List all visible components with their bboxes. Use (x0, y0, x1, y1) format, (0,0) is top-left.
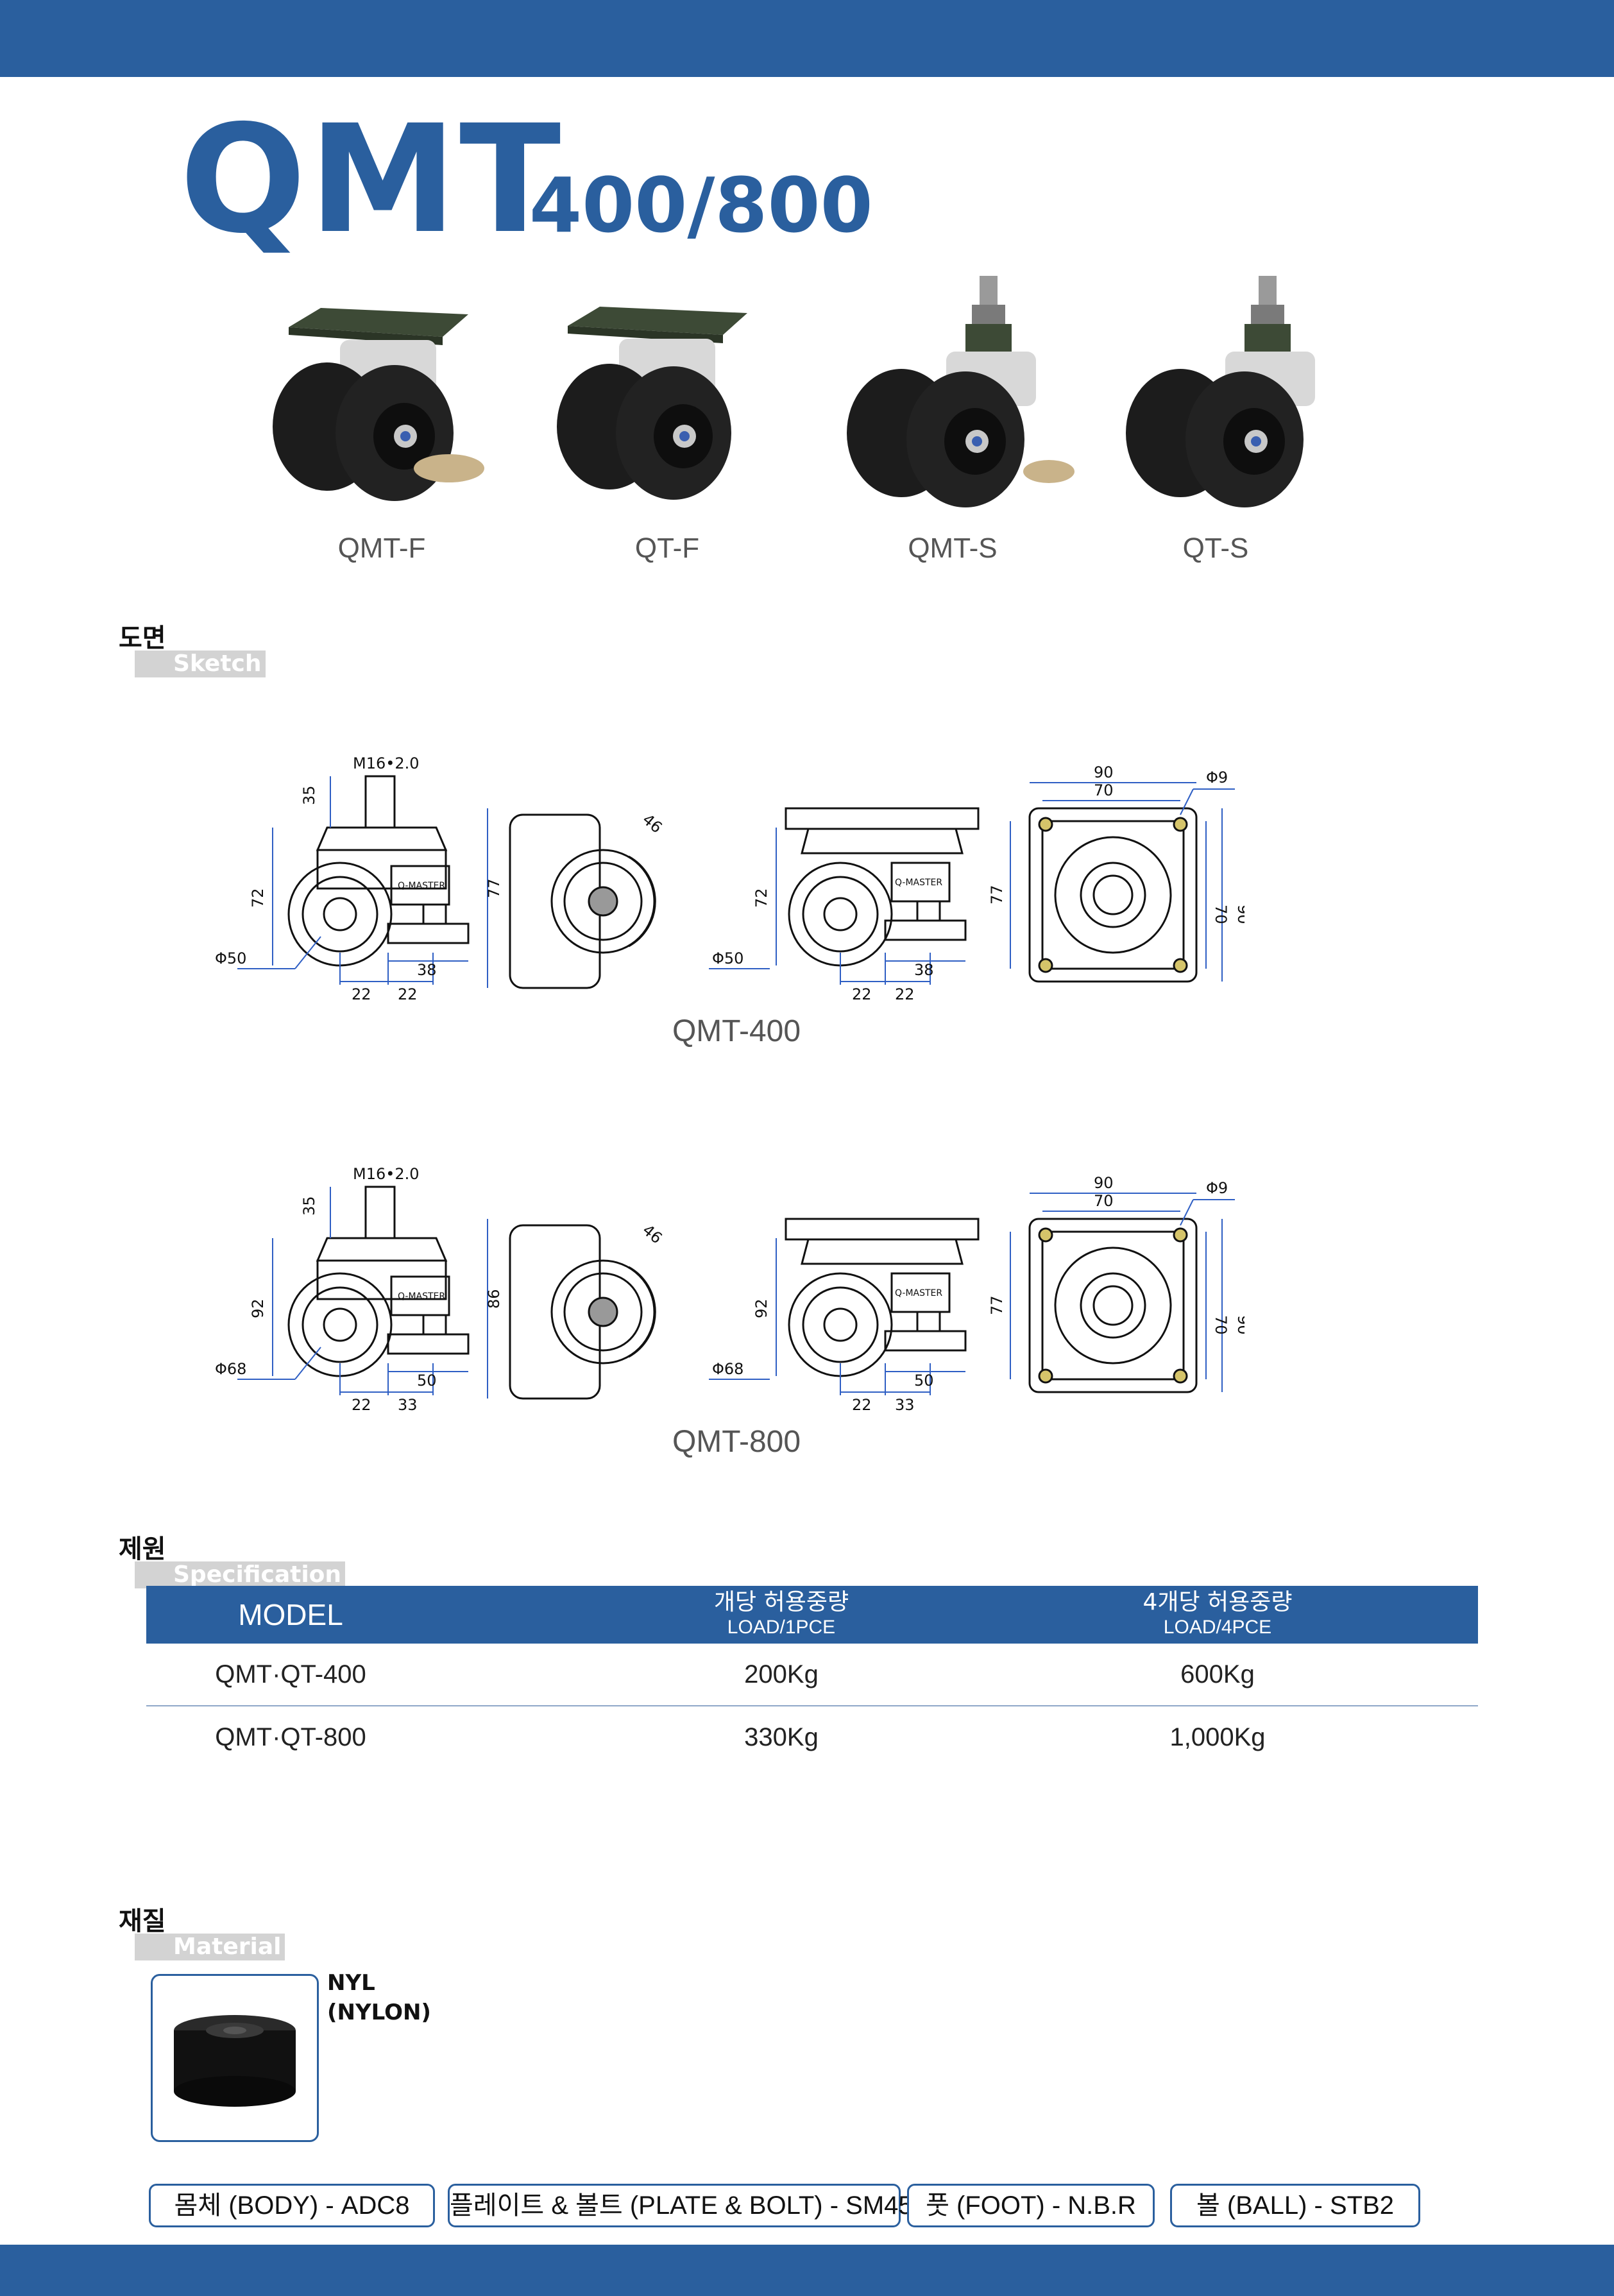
header-load-1pce: 개당 허용중량 LOAD/1PCE (615, 1586, 948, 1644)
part-body: 몸체 (BODY) - ADC8 (149, 2184, 435, 2227)
drawing-svg: M16•2.0 35 72 Φ50 38 22 22 77 46 72 Φ50 … (215, 754, 1244, 1003)
dim-hole-diameter: Φ9 (1206, 1179, 1228, 1197)
spec-table-header: MODEL 개당 허용중량 LOAD/1PCE 4개당 허용중량 LOAD/4P… (146, 1586, 1478, 1644)
dim-plate-width: 90 (1094, 763, 1114, 781)
product-label: QMT-S (908, 532, 998, 564)
cell-load1: 200Kg (744, 1660, 819, 1688)
brand-text: Q-MASTER (895, 878, 942, 888)
drawing-caption: QMT-400 (672, 1014, 801, 1048)
dim-front-a: 22 (852, 985, 872, 1003)
header-en: LOAD/4PCE (1163, 1617, 1272, 1638)
brand-text: Q-MASTER (398, 1291, 445, 1302)
drawing-svg: M16•2.0 35 92 Φ68 50 22 33 86 46 92 Φ68 … (215, 1165, 1244, 1414)
dim-front-b: 33 (895, 1396, 915, 1414)
dim-angle: 46 (639, 810, 665, 837)
product-image-qt-s (1116, 276, 1360, 520)
spec-table: MODEL 개당 허용중량 LOAD/1PCE 4개당 허용중량 LOAD/4P… (146, 1586, 1478, 1768)
dim-offset-a: 22 (352, 1396, 371, 1414)
section-title-en: Sketch (135, 651, 266, 677)
material-sample-image (151, 1974, 319, 2142)
dim-plate-hole-width: 70 (1094, 1192, 1114, 1210)
brand-text: Q-MASTER (895, 1288, 942, 1298)
part-foot: 풋 (FOOT) - N.B.R (907, 2184, 1155, 2227)
table-row: QMT·QT-800 330Kg 1,000Kg (146, 1706, 1478, 1768)
dim-front-height: 92 (752, 1298, 770, 1318)
header-ko: 개당 허용중량 (713, 1589, 849, 1615)
dim-front-height: 72 (752, 888, 770, 908)
product-image-qmt-s (837, 276, 1081, 520)
header-load-4pce: 4개당 허용중량 LOAD/4PCE (1051, 1586, 1384, 1644)
product-label: QT-F (634, 532, 700, 564)
dim-front-b: 22 (895, 985, 915, 1003)
technical-drawing-qmt-400: M16•2.0 35 72 Φ50 38 22 22 77 46 72 Φ50 … (205, 731, 1244, 1026)
dim-front-diameter: Φ50 (712, 949, 743, 967)
dim-stem: 35 (300, 1196, 318, 1216)
dim-plate-hole-width: 70 (1094, 781, 1114, 799)
dim-plate-hole-height: 70 (1212, 905, 1230, 924)
dim-thread: M16•2.0 (353, 1165, 420, 1183)
dim-stem: 35 (300, 785, 318, 805)
cell-model: QMT·QT-800 (215, 1723, 366, 1751)
part-plate-bolt: 플레이트 & 볼트 (PLATE & BOLT) - SM45C (448, 2184, 931, 2227)
drawing-caption: QMT-800 (672, 1425, 801, 1459)
cell-load1: 330Kg (744, 1723, 819, 1751)
dim-offset-b: 33 (398, 1396, 418, 1414)
dim-diameter: Φ68 (215, 1360, 246, 1378)
material-name-line1: NYL (327, 1970, 375, 1996)
product-image-qmt-f (257, 276, 500, 520)
dim-plate-height: 90 (1234, 905, 1244, 924)
material-name: NYL (NYLON) (327, 1968, 431, 2027)
header-ko: 4개당 허용중량 (1143, 1589, 1293, 1615)
cell-load4: 600Kg (1180, 1660, 1255, 1688)
section-title-en: Specification (135, 1561, 346, 1588)
product-label: QT-S (1182, 532, 1249, 564)
dim-offset-a: 22 (352, 985, 371, 1003)
dim-front-foot: 38 (914, 961, 934, 979)
dim-height: 72 (249, 888, 267, 908)
dim-side-height: 77 (485, 878, 503, 898)
bottom-banner (0, 2245, 1614, 2296)
table-row: QMT·QT-400 200Kg 600Kg (146, 1644, 1478, 1706)
dim-hole-diameter: Φ9 (1206, 769, 1228, 787)
title-sub: 400/800 (529, 161, 873, 250)
product-label: QMT-F (337, 532, 426, 564)
dim-foot: 50 (417, 1372, 437, 1390)
dim-front-diameter: Φ68 (712, 1360, 743, 1378)
dim-front-foot: 50 (914, 1372, 934, 1390)
top-banner (0, 0, 1614, 77)
part-ball: 볼 (BALL) - STB2 (1170, 2184, 1420, 2227)
dim-angle: 46 (639, 1221, 665, 1247)
product-image-qt-f (542, 276, 786, 520)
dim-height: 92 (249, 1298, 267, 1318)
dim-plate-hole-height: 70 (1212, 1315, 1230, 1335)
header-model: MODEL (238, 1598, 343, 1631)
dim-plate-width: 90 (1094, 1174, 1114, 1192)
dim-offset-b: 22 (398, 985, 418, 1003)
title-main: QMT (180, 93, 564, 266)
technical-drawing-qmt-800: M16•2.0 35 92 Φ68 50 22 33 86 46 92 Φ68 … (205, 1142, 1244, 1437)
section-title-en: Material (135, 1934, 285, 1960)
brand-text: Q-MASTER (398, 881, 445, 891)
section-title-ko: 재질 (119, 1907, 166, 1936)
section-title-ko: 도면 (119, 624, 166, 653)
dim-foot: 38 (417, 961, 437, 979)
dim-front-a: 22 (852, 1396, 872, 1414)
dim-plate-side: 77 (988, 1295, 1006, 1315)
dim-thread: M16•2.0 (353, 754, 420, 772)
cell-model: QMT·QT-400 (215, 1660, 366, 1688)
dim-diameter: Φ50 (215, 949, 246, 967)
header-en: LOAD/1PCE (727, 1617, 836, 1638)
dim-plate-side: 77 (988, 885, 1006, 905)
material-name-line2: (NYLON) (327, 2000, 431, 2025)
section-title-ko: 제원 (119, 1535, 166, 1564)
cell-load4: 1,000Kg (1169, 1723, 1266, 1751)
dim-side-height: 86 (485, 1289, 503, 1309)
dim-plate-height: 90 (1234, 1315, 1244, 1335)
